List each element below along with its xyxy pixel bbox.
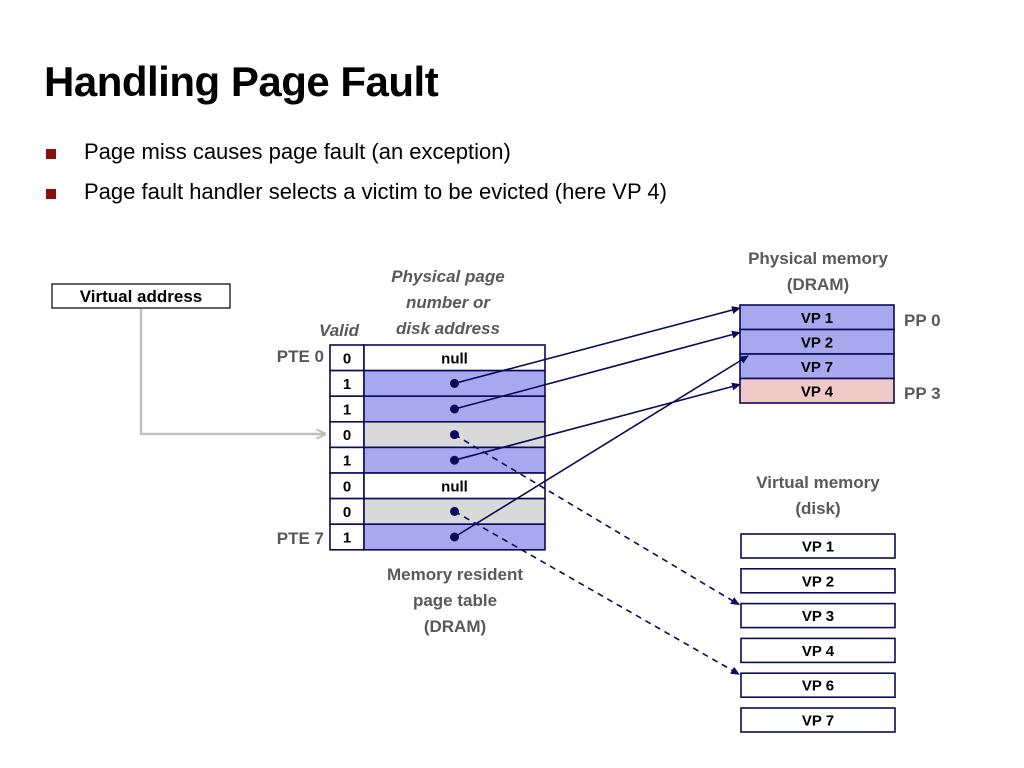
valid-bit: 1: [343, 530, 351, 547]
page-table-row: 1: [329, 523, 546, 551]
physical-page: VP 4: [739, 377, 895, 404]
disk-page-label: VP 3: [802, 608, 834, 625]
virtual-memory: VP 1 VP 2 VP 3 VP 4 VP 6 VP 7: [740, 533, 896, 733]
page-table-row: 0: [329, 497, 546, 526]
entry-cell: [363, 344, 546, 372]
physical-page: VP 2: [739, 328, 895, 355]
page-table-row: 1: [329, 369, 546, 398]
valid-bit: 1: [343, 376, 351, 393]
pt-header-line2: number or: [406, 293, 491, 312]
square-bullet-icon: [46, 189, 56, 199]
resident-mapping-arrow: [454, 330, 741, 410]
pp0-label: PP 0: [904, 311, 941, 330]
disk-page-label: VP 1: [802, 539, 834, 556]
physical-page: VP 7: [739, 353, 895, 380]
virtual-address-pointer: [139, 309, 325, 434]
virtual-memory-title-line1: Virtual memory: [756, 473, 880, 492]
disk-page-label: VP 4: [802, 643, 835, 660]
physical-page-label: VP 2: [801, 334, 833, 351]
valid-bit: 0: [343, 478, 351, 495]
resident-mapping-arrow: [454, 355, 749, 538]
physical-page-box: [739, 353, 895, 380]
disk-page-label: VP 7: [802, 713, 834, 730]
disk-mapping-arrow: [454, 510, 740, 675]
virtual-memory-title-line2: (disk): [795, 499, 840, 518]
disk-page-box: [740, 637, 896, 664]
valid-cell: [329, 523, 365, 551]
valid-header: Valid: [319, 321, 360, 340]
resident-mapping-arrow: [454, 306, 741, 385]
pt-caption-line3: (DRAM): [424, 617, 486, 636]
disk-page: VP 4: [740, 637, 896, 664]
pte7-label: PTE 7: [277, 529, 324, 548]
bullet-text: Page fault handler selects a victim to b…: [84, 179, 667, 204]
disk-page-box: [740, 533, 896, 559]
disk-page: VP 6: [740, 672, 896, 699]
physical-memory: VP 1 VP 2 VP 7 VP 4: [739, 304, 895, 404]
disk-page: VP 3: [740, 602, 896, 629]
null-entry: null: [441, 350, 468, 367]
pt-caption-line2: page table: [413, 591, 497, 610]
disk-page-box: [740, 567, 896, 594]
physical-page-label: VP 7: [801, 359, 833, 376]
pt-caption-line1: Memory resident: [387, 565, 523, 584]
page-table-row: 1: [329, 395, 546, 423]
pt-header-line3: disk address: [396, 319, 500, 338]
disk-page: VP 2: [740, 567, 896, 594]
bullet-text: Page miss causes page fault (an exceptio…: [84, 139, 511, 164]
square-bullet-icon: [46, 149, 56, 159]
disk-page-box: [740, 707, 896, 733]
pp3-label: PP 3: [904, 384, 941, 403]
valid-cell: [329, 446, 365, 474]
physical-page-label: VP 4: [801, 383, 834, 400]
disk-page-label: VP 6: [802, 678, 834, 695]
disk-page: VP 7: [740, 707, 896, 733]
valid-bit: 0: [343, 504, 351, 521]
null-entry: null: [441, 478, 468, 495]
physical-memory-title-line1: Physical memory: [748, 249, 888, 268]
valid-cell: [329, 472, 365, 500]
page-table-row: 0: [329, 420, 546, 449]
pt-header-line1: Physical page: [391, 267, 504, 286]
disk-page-label: VP 2: [802, 573, 834, 590]
valid-bit: 1: [343, 402, 351, 419]
bullet-item: Page fault handler selects a victim to b…: [44, 176, 667, 216]
disk-page-box: [740, 602, 896, 629]
physical-page-box: [739, 377, 895, 404]
disk-page-box: [740, 672, 896, 699]
physical-page-label: VP 1: [801, 310, 833, 327]
entry-cell: [363, 472, 546, 500]
slide-title: Handling Page Fault: [44, 58, 439, 105]
mapping-arrows: [454, 306, 749, 675]
resident-mapping-arrow: [454, 382, 741, 461]
bullet-list: Page miss causes page fault (an exceptio…: [44, 136, 667, 216]
physical-page: VP 1: [739, 304, 895, 331]
virtual-address-label: Virtual address: [80, 287, 203, 306]
disk-mapping-arrow: [454, 433, 740, 606]
valid-bit: 0: [343, 350, 351, 367]
pte0-label: PTE 0: [277, 347, 324, 366]
virtual-address-box: Virtual address: [51, 283, 231, 309]
physical-memory-title-line2: (DRAM): [787, 275, 849, 294]
valid-bit: 0: [343, 427, 351, 444]
page-table-row: 0 null: [329, 344, 546, 372]
bullet-item: Page miss causes page fault (an exceptio…: [44, 136, 667, 176]
disk-page: VP 1: [740, 533, 896, 559]
page-table-row: 0 null: [329, 472, 546, 500]
page-table: 0 null 1 1 0 1 0 null 0 1: [329, 344, 546, 551]
valid-bit: 1: [343, 453, 351, 470]
